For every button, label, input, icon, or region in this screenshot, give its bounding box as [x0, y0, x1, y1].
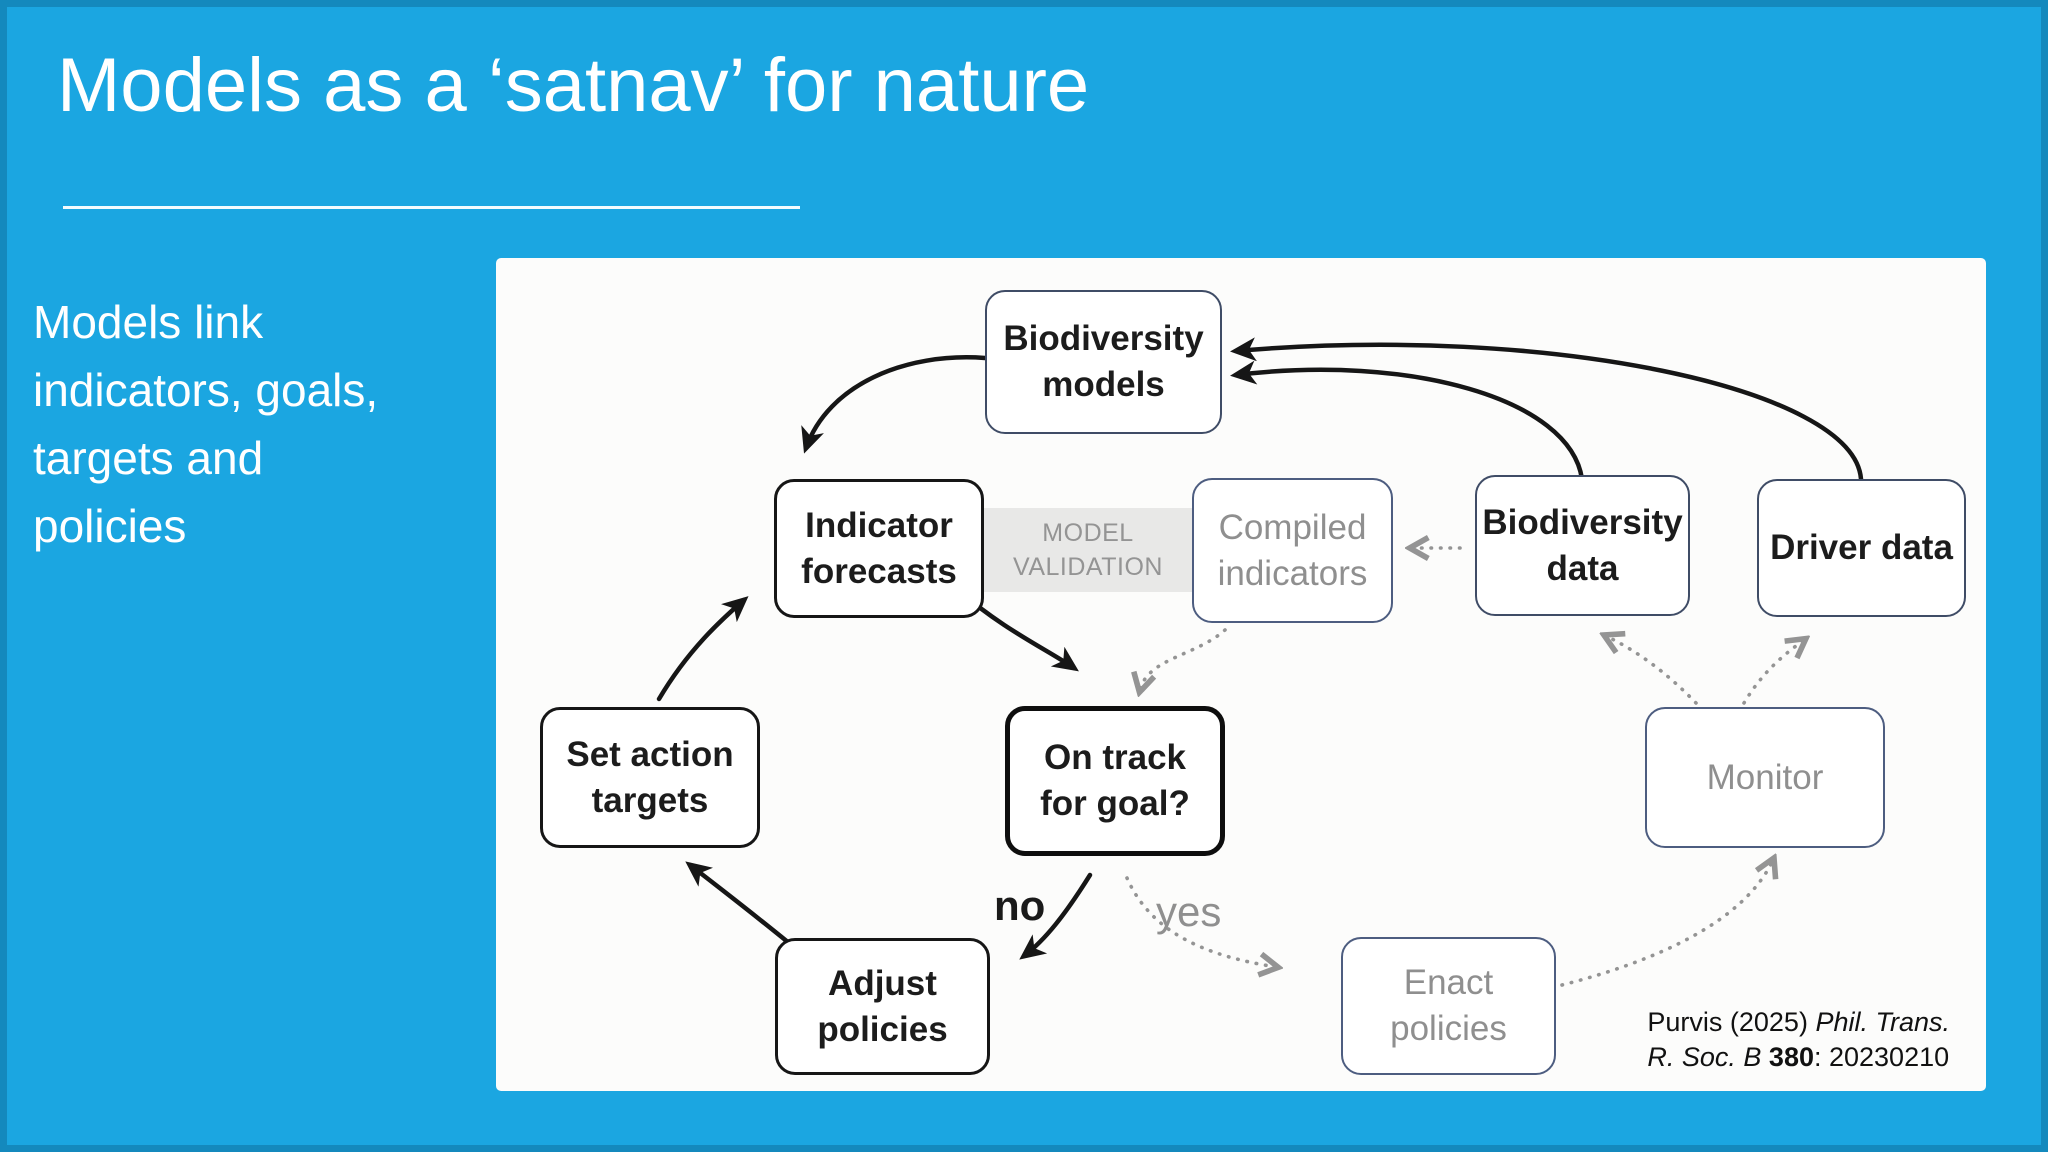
diagram-panel: MODEL VALIDATION [496, 258, 1986, 1091]
citation-line-1: Purvis (2025) Phil. Trans. [1647, 1007, 1950, 1037]
node-enact-policies: Enact policies [1341, 937, 1556, 1075]
node-set-action-targets: Set action targets [540, 707, 760, 848]
citation-line-2: R. Soc. B 380: 20230210 [1647, 1042, 1950, 1072]
citation: Purvis (2025) Phil. Trans. R. Soc. B 380:… [1647, 1005, 1950, 1075]
arrow-monitor-to-driverdata [1742, 640, 1804, 705]
node-indicator-forecasts: Indicator forecasts [774, 479, 984, 618]
node-biodiversity-data: Biodiversity data [1475, 475, 1690, 616]
arrow-driverdata-to-models [1230, 337, 1864, 482]
node-adjust-policies: Adjust policies [775, 938, 990, 1075]
arrow-setaction-to-forecasts [656, 596, 749, 702]
model-validation-band: MODEL VALIDATION [984, 508, 1192, 592]
intro-text: Models link indicators, goals, targets a… [33, 296, 379, 552]
arrow-compiled-to-ontrack [1140, 628, 1227, 690]
arrow-layer [656, 337, 1864, 987]
edge-label-yes: yes [1156, 888, 1222, 935]
edge-label-no: no [994, 882, 1046, 929]
node-monitor: Monitor [1645, 707, 1885, 848]
title-underline [63, 206, 800, 209]
arrow-ontrack-to-enact [1125, 876, 1276, 967]
node-on-track-for-goal: On track for goal? [1005, 706, 1225, 856]
page-title: Models as a ‘satnav’ for nature [57, 43, 1090, 128]
arrow-biodiversitydata-to-models [1230, 360, 1585, 482]
node-biodiversity-models: Biodiversity models [985, 290, 1222, 434]
arrow-enact-to-monitor [1560, 860, 1773, 987]
arrow-monitor-to-biodiversitydata [1606, 636, 1698, 705]
node-compiled-indicators: Compiled indicators [1192, 478, 1393, 623]
arrow-ontrack-to-adjust [1019, 872, 1093, 960]
arrow-models-to-forecasts [801, 355, 988, 454]
arrow-adjust-to-setaction [685, 861, 792, 946]
node-driver-data: Driver data [1757, 479, 1966, 617]
model-validation-label: MODEL VALIDATION [1013, 519, 1163, 581]
